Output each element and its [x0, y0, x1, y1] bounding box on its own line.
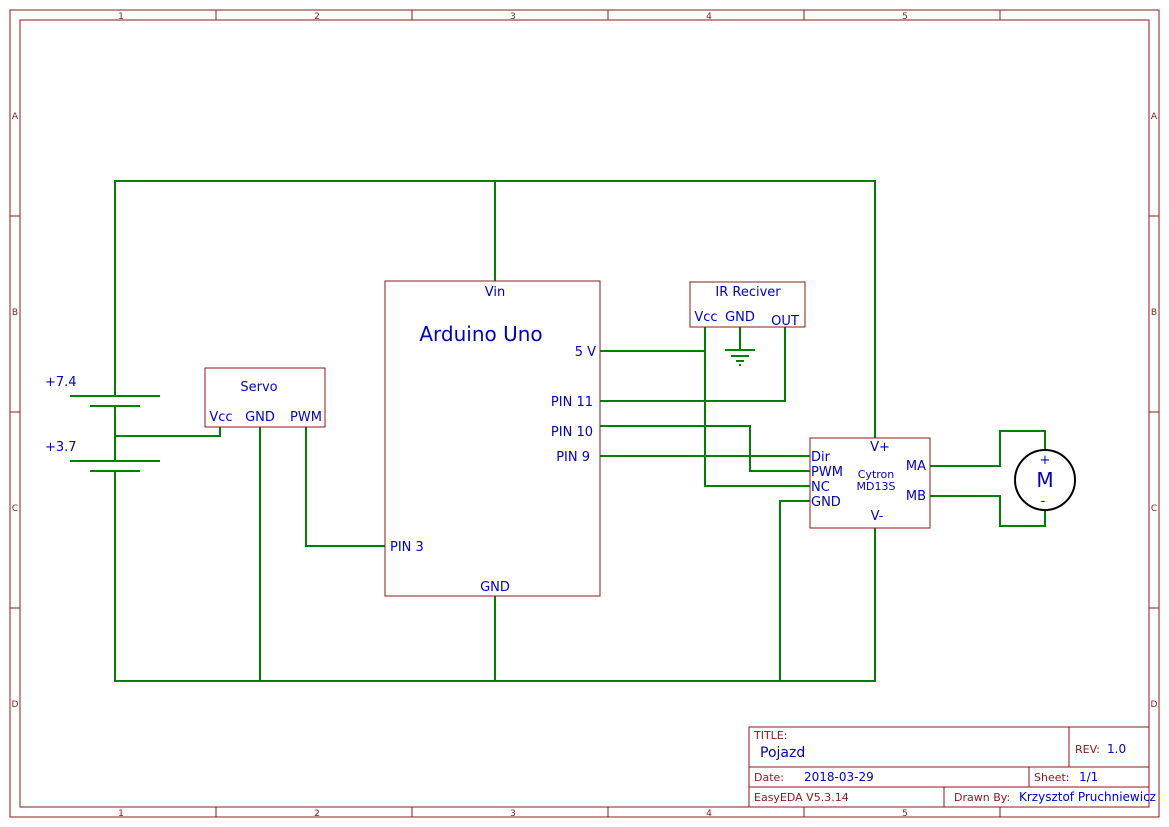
battery-label-bottom: +3.7 — [45, 440, 77, 455]
ground-symbol-icon — [725, 349, 755, 366]
zone-row-c-right: C — [1151, 504, 1157, 514]
zone-col-3-top: 3 — [510, 12, 516, 22]
drawn-by-value: Krzysztof Pruchniewicz — [1019, 790, 1156, 804]
battery: +7.4 +3.7 — [45, 375, 160, 472]
column-dividers — [215, 10, 1001, 817]
wire-ir-vcc-nc — [704, 327, 810, 487]
driver-pin-vminus: V- — [871, 509, 884, 524]
driver-pin-vplus: V+ — [870, 440, 890, 455]
driver-pin-dir: Dir — [811, 450, 831, 465]
motor-label: M — [1036, 468, 1053, 492]
servo-component[interactable]: Servo Vcc GND PWM — [204, 367, 326, 428]
motor-component[interactable]: M + - — [1014, 449, 1076, 511]
ir-receiver-pin-out: OUT — [771, 314, 799, 329]
servo-title: Servo — [240, 380, 277, 395]
servo-pin-gnd: GND — [245, 410, 275, 425]
motor-plus: + — [1040, 453, 1051, 468]
arduino-component[interactable]: Arduino Uno Vin 5 V PIN 11 PIN 10 PIN 9 … — [384, 280, 601, 597]
rev-label: REV: — [1075, 743, 1100, 756]
zone-col-1-top: 1 — [118, 12, 124, 22]
arduino-title: Arduino Uno — [419, 322, 542, 346]
ir-receiver-pin-gnd: GND — [725, 310, 755, 325]
software-label: EasyEDA V5.3.14 — [754, 791, 849, 804]
zone-col-4-top: 4 — [706, 12, 712, 22]
sheet-value: 1/1 — [1079, 770, 1098, 784]
zone-col-3-bottom: 3 — [510, 809, 516, 819]
title-value: Pojazd — [760, 745, 805, 761]
driver-pin-nc: NC — [811, 480, 830, 495]
rev-value: 1.0 — [1107, 742, 1126, 756]
zone-col-2-top: 2 — [314, 12, 320, 22]
wire-pin10-pwm — [600, 425, 810, 472]
servo-pin-vcc: Vcc — [209, 410, 232, 425]
zone-row-d-right: D — [1151, 700, 1158, 710]
ir-receiver-component[interactable]: IR Reciver Vcc GND OUT — [689, 281, 806, 329]
date-label: Date: — [754, 771, 784, 784]
sheet-label: Sheet: — [1034, 771, 1070, 784]
arduino-pin-5v: 5 V — [575, 345, 596, 360]
title-label: TITLE: — [753, 729, 787, 742]
zone-row-d-left: D — [12, 700, 19, 710]
motor-driver-component[interactable]: V+ V- Dir PWM NC GND MA MB Cytron MD13S — [809, 437, 931, 529]
wire-servo-pwm — [305, 427, 385, 547]
wire-ir-out — [600, 327, 786, 402]
drawn-by-label: Drawn By: — [954, 791, 1010, 804]
arduino-pin-gnd: GND — [480, 580, 510, 595]
servo-pin-pwm: PWM — [290, 410, 322, 425]
driver-pin-pwm: PWM — [811, 465, 843, 480]
wire-ma — [930, 430, 1046, 467]
arduino-pin-3: PIN 3 — [390, 540, 424, 555]
drawing-frame: 1 2 3 4 5 1 2 3 4 5 A B C D A B C D — [9, 9, 1160, 819]
zone-col-4-bottom: 4 — [706, 809, 712, 819]
battery-label-top: +7.4 — [45, 375, 77, 390]
motor-minus: - — [1041, 494, 1046, 509]
zone-row-a-left: A — [12, 112, 19, 122]
driver-pin-mb: MB — [906, 489, 926, 504]
row-dividers — [10, 215, 1159, 609]
zone-col-2-bottom: 2 — [314, 809, 320, 819]
zone-col-5-bottom: 5 — [902, 809, 908, 819]
wire-servo-vcc — [115, 427, 221, 437]
ir-receiver-pin-vcc: Vcc — [694, 310, 717, 325]
title-block: TITLE: Pojazd REV: 1.0 Date: 2018-03-29 … — [748, 726, 1156, 808]
driver-name-line1: Cytron — [858, 468, 895, 481]
wires — [114, 180, 1046, 682]
zone-row-b-right: B — [1151, 308, 1157, 318]
zone-col-5-top: 5 — [902, 12, 908, 22]
arduino-pin-11: PIN 11 — [551, 395, 593, 410]
driver-pin-ma: MA — [906, 459, 926, 474]
driver-name-line2: MD13S — [857, 480, 896, 493]
wire-driver-gnd — [779, 500, 810, 681]
zone-row-a-right: A — [1151, 112, 1158, 122]
zone-row-c-left: C — [12, 504, 18, 514]
ir-receiver-title: IR Reciver — [715, 285, 781, 300]
driver-pin-gnd: GND — [811, 495, 841, 510]
date-value: 2018-03-29 — [804, 770, 874, 784]
arduino-pin-10: PIN 10 — [551, 425, 593, 440]
arduino-pin-vin: Vin — [485, 285, 505, 300]
wire-mb — [930, 495, 1046, 527]
zone-col-1-bottom: 1 — [118, 809, 124, 819]
arduino-pin-9: PIN 9 — [556, 450, 590, 465]
zone-row-b-left: B — [12, 308, 18, 318]
motor-icon — [1014, 449, 1076, 511]
